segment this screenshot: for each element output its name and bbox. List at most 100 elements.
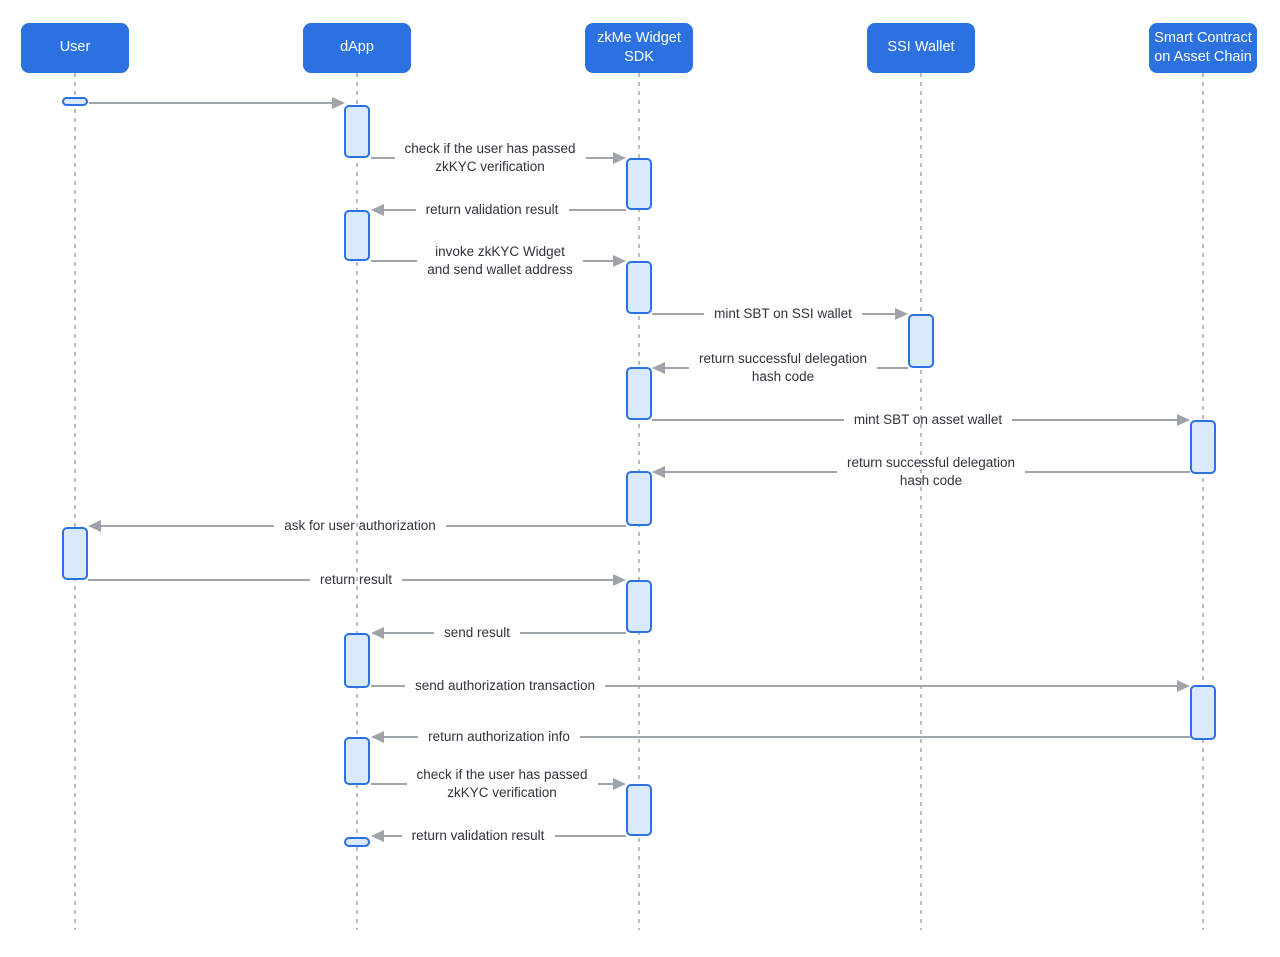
message-line [665, 367, 689, 369]
arrowhead [613, 574, 626, 586]
message-label-line: and send wallet address [427, 262, 573, 277]
message-line [371, 260, 417, 262]
participant-ssi-wallet: SSI Wallet [867, 23, 975, 73]
message-line [568, 209, 626, 211]
activation-smart-contract [1190, 420, 1216, 474]
message-line [665, 471, 837, 473]
message-line [1025, 471, 1190, 473]
arrowhead [1177, 414, 1190, 426]
message-label: ask for user authorization [284, 517, 436, 535]
arrowhead [652, 362, 665, 374]
lifeline-ssi-wallet [920, 73, 922, 930]
participant-label: dApp [340, 39, 374, 56]
activation-smart-contract [1190, 685, 1216, 740]
message-label-line: zkKYC verification [435, 159, 545, 174]
arrowhead [371, 830, 384, 842]
message-label-line: send result [443, 625, 511, 640]
message-label-line: invoke zkKYC Widget [435, 244, 565, 259]
message-line [652, 419, 844, 421]
message-line [371, 783, 407, 785]
message-label-line: check if the user has passed [416, 767, 588, 782]
message-line [1012, 419, 1177, 421]
message-label: return result [320, 571, 392, 589]
arrowhead [371, 731, 384, 743]
participant-label: SDK [624, 49, 654, 65]
message-line [89, 102, 332, 104]
message-line [580, 736, 1190, 738]
lifeline-user [74, 73, 76, 930]
participant-label: zkMe Widget [597, 29, 681, 46]
message-label: return authorization info [428, 728, 570, 746]
message-label: return successful delegation hash code [847, 454, 1015, 490]
message-label-line: hash code [899, 473, 963, 488]
activation-dapp [344, 105, 370, 158]
message-label-line: return validation result [425, 202, 559, 217]
message-label-line: check if the user has passed [404, 141, 576, 156]
message-line [605, 685, 1177, 687]
activation-ssi-wallet [908, 314, 934, 368]
message-line [597, 783, 613, 785]
message-label-line: return result [319, 572, 393, 587]
arrowhead [652, 466, 665, 478]
participant-label: User [59, 39, 91, 56]
activation-zkme-widget-sdk [626, 784, 652, 836]
participant-label: SSI Wallet [887, 39, 955, 56]
participant-smart-contract: Smart Contract on Asset Chain [1149, 23, 1257, 73]
activation-zkme-widget-sdk [626, 158, 652, 210]
arrowhead [613, 255, 626, 267]
activation-dapp [344, 837, 370, 847]
message-label: return validation result [412, 827, 545, 845]
participant-label: on Asset Chain [1154, 49, 1252, 65]
message-label-line: ask for user authorization [284, 518, 436, 533]
arrowhead [613, 152, 626, 164]
message-label-line: return successful delegation [846, 455, 1016, 470]
arrowhead [88, 520, 101, 532]
message-line [371, 685, 405, 687]
participant-label: Smart Contract [1154, 29, 1252, 46]
activation-dapp [344, 633, 370, 688]
activation-dapp [344, 737, 370, 785]
message-line [384, 209, 416, 211]
lifeline-dapp [356, 73, 358, 930]
activation-zkme-widget-sdk [626, 580, 652, 633]
activation-user [62, 527, 88, 580]
arrowhead [613, 778, 626, 790]
message-line [402, 579, 613, 581]
message-label: mint SBT on asset wallet [854, 411, 1002, 429]
message-label-line: send authorization transaction [414, 678, 596, 693]
message-line [88, 579, 310, 581]
activation-user [62, 97, 88, 106]
message-line [554, 835, 626, 837]
message-label-line: return validation result [411, 828, 545, 843]
message-label-line: hash code [751, 369, 815, 384]
message-line [583, 260, 613, 262]
message-label: check if the user has passed zkKYC verifi… [416, 766, 587, 802]
message-line [877, 367, 908, 369]
activation-zkme-widget-sdk [626, 261, 652, 314]
message-label-line: zkKYC verification [447, 785, 557, 800]
message-label: check if the user has passed zkKYC verifi… [404, 140, 575, 176]
participant-user: User [21, 23, 129, 73]
message-label: send result [444, 624, 510, 642]
message-label: mint SBT on SSI wallet [714, 305, 852, 323]
message-label: return validation result [426, 201, 559, 219]
message-label-line: mint SBT on asset wallet [853, 412, 1003, 427]
message-line [652, 313, 704, 315]
arrowhead [332, 97, 345, 109]
participant-dapp: dApp [303, 23, 411, 73]
message-line [384, 835, 402, 837]
activation-zkme-widget-sdk [626, 471, 652, 526]
message-line [520, 632, 626, 634]
arrowhead [371, 627, 384, 639]
message-label: send authorization transaction [415, 677, 595, 695]
message-line [101, 525, 274, 527]
message-line [371, 157, 395, 159]
message-line [384, 632, 434, 634]
message-line [384, 736, 418, 738]
activation-dapp [344, 210, 370, 261]
arrowhead [895, 308, 908, 320]
message-label-line: mint SBT on SSI wallet [714, 306, 852, 321]
